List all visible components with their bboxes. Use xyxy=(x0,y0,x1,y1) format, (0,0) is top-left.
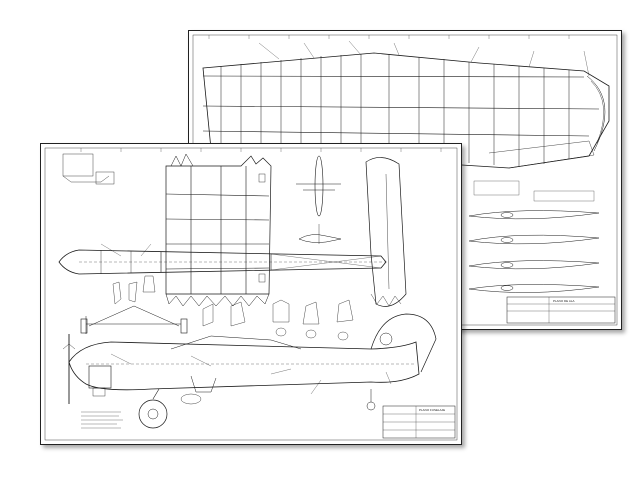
fuselage-plan-drawing xyxy=(44,147,458,441)
fuselage-title-block: PLANO FUSELAJE xyxy=(419,408,446,412)
fuselage-plan-sheet: PLANO FUSELAJE xyxy=(40,143,462,445)
wing-title-block: PLANO DE ALA xyxy=(553,299,575,303)
